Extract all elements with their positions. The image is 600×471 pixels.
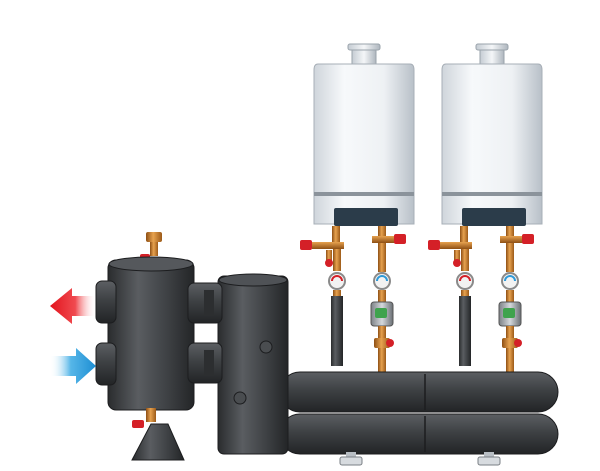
boiler-casing xyxy=(441,63,543,225)
control-panel xyxy=(462,208,526,226)
manifold-lower-header xyxy=(279,413,559,455)
boiler-2-pipe-kit xyxy=(428,226,534,372)
valve-handle xyxy=(300,240,312,250)
insulated-pipe xyxy=(459,296,471,366)
valve-handle xyxy=(522,234,534,244)
boiler-casing xyxy=(313,63,415,225)
boiler-1-pipe-kit xyxy=(300,226,406,372)
drain-cock xyxy=(477,456,501,466)
plug-cap xyxy=(259,340,273,354)
supply-flow-arrow xyxy=(50,288,96,324)
return-flow-arrow xyxy=(50,348,96,384)
check-valve xyxy=(374,338,390,348)
check-valve xyxy=(502,338,518,348)
boiler-2 xyxy=(441,43,543,226)
supply-connection xyxy=(95,280,117,324)
return-connection xyxy=(95,342,117,386)
boiler-1 xyxy=(313,43,415,226)
distribution-manifold xyxy=(279,371,559,466)
safety-valve xyxy=(325,259,333,267)
valve-handle xyxy=(394,234,406,244)
drain-cock xyxy=(339,456,363,466)
connector-column xyxy=(217,273,289,455)
insulated-pipe xyxy=(331,296,343,366)
valve-handle xyxy=(428,240,440,250)
air-vent xyxy=(146,232,162,242)
valve-handle xyxy=(132,420,144,428)
support-stand xyxy=(131,423,185,461)
hydraulic-separator xyxy=(95,232,223,461)
control-panel xyxy=(334,208,398,226)
safety-valve xyxy=(453,259,461,267)
separator-body xyxy=(107,259,195,411)
plug-cap xyxy=(233,391,247,405)
manifold-upper-header xyxy=(279,371,559,413)
